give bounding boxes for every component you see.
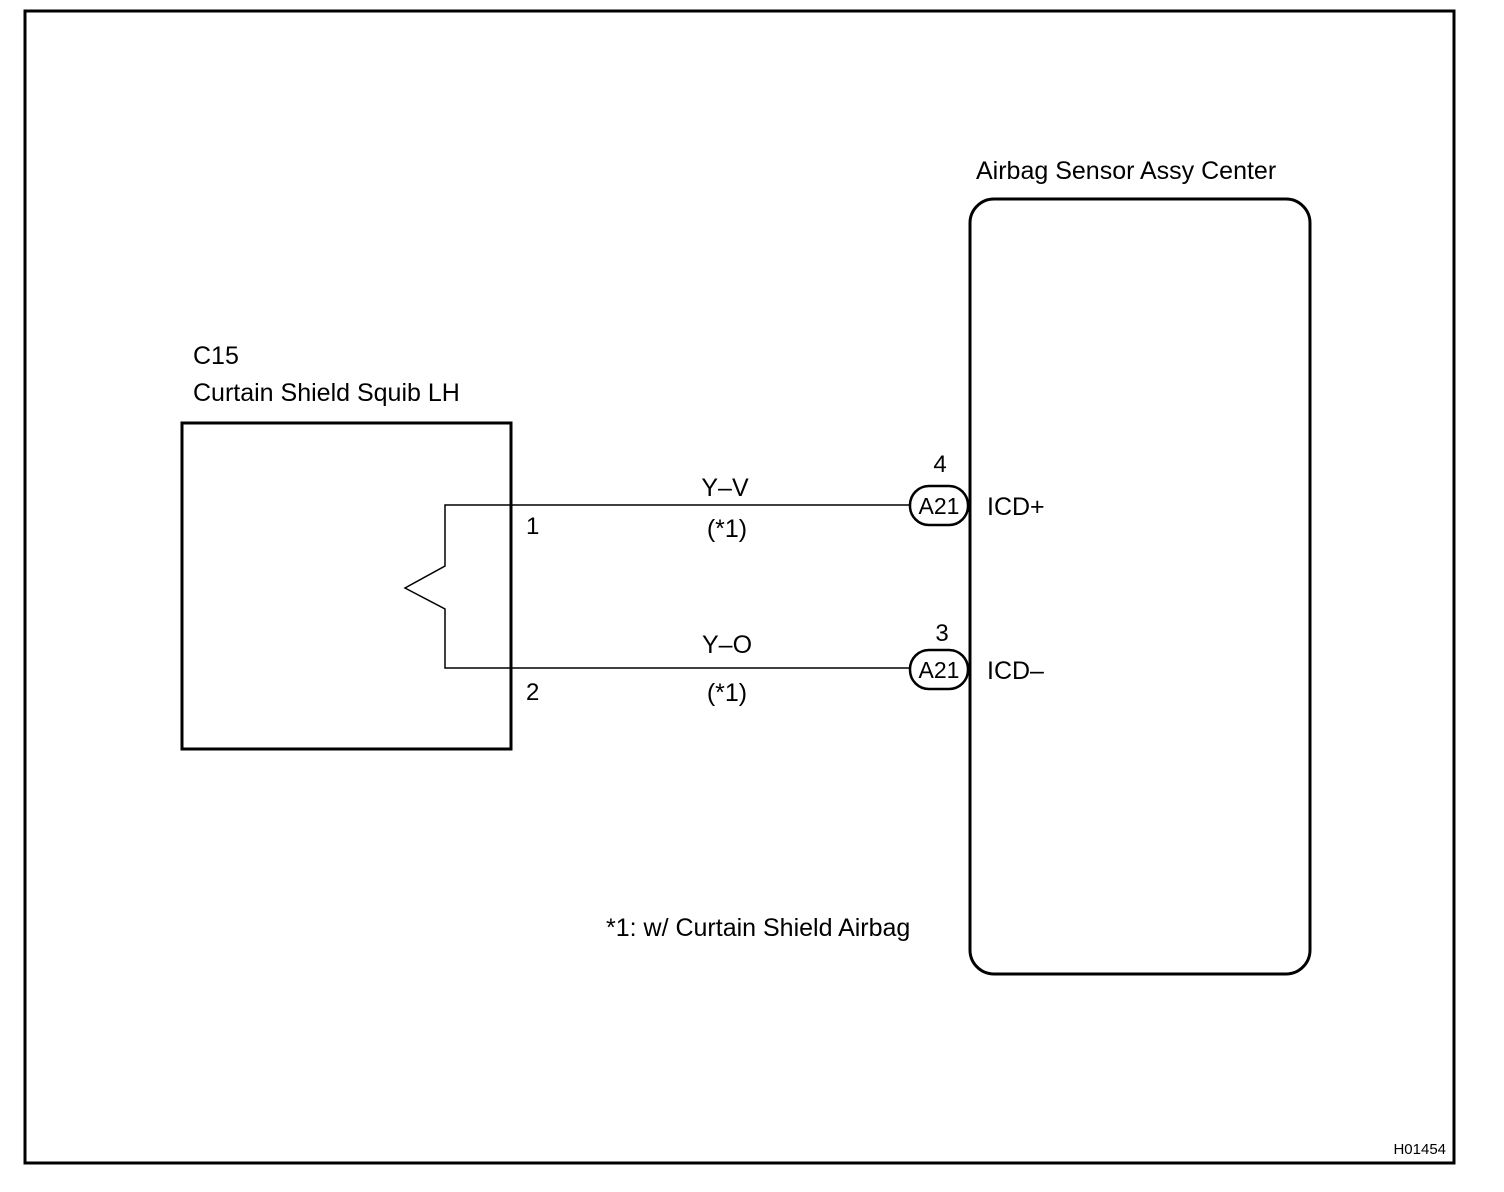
connector-pin-label: 3 bbox=[935, 620, 948, 647]
footnote: *1: w/ Curtain Shield Airbag bbox=[606, 914, 910, 942]
squib-code: C15 bbox=[193, 342, 239, 370]
terminal-label: ICD– bbox=[987, 657, 1044, 685]
wire-color-label: Y–O bbox=[702, 631, 752, 659]
squib-name: Curtain Shield Squib LH bbox=[193, 379, 460, 407]
squib-pin-label: 2 bbox=[526, 679, 539, 706]
wire-note-label: (*1) bbox=[707, 679, 747, 707]
squib-symbol bbox=[403, 504, 511, 669]
connector-badge bbox=[908, 648, 970, 691]
wire-note-label: (*1) bbox=[707, 515, 747, 543]
squib-pin-label: 1 bbox=[526, 513, 539, 540]
diagram-frame bbox=[23, 9, 1456, 1165]
squib-box bbox=[180, 421, 513, 751]
connector-badge bbox=[908, 484, 970, 527]
connector-code: A21 bbox=[919, 493, 960, 519]
terminal-label: ICD+ bbox=[987, 493, 1045, 521]
sensor-component: Airbag Sensor Assy Center bbox=[968, 157, 1312, 976]
wire-color-label: Y–V bbox=[701, 474, 749, 502]
wire-1: 1 Y–V (*1) A21 4 ICD+ bbox=[511, 451, 1045, 543]
wire-2: 2 Y–O (*1) A21 3 ICD– bbox=[511, 620, 1044, 707]
squib-component: C15 Curtain Shield Squib LH bbox=[180, 342, 513, 751]
sensor-box bbox=[968, 197, 1312, 976]
sensor-name: Airbag Sensor Assy Center bbox=[976, 157, 1276, 185]
figure-code: H01454 bbox=[1393, 1141, 1446, 1158]
connector-pin-label: 4 bbox=[933, 451, 946, 478]
connector-code: A21 bbox=[919, 657, 960, 683]
